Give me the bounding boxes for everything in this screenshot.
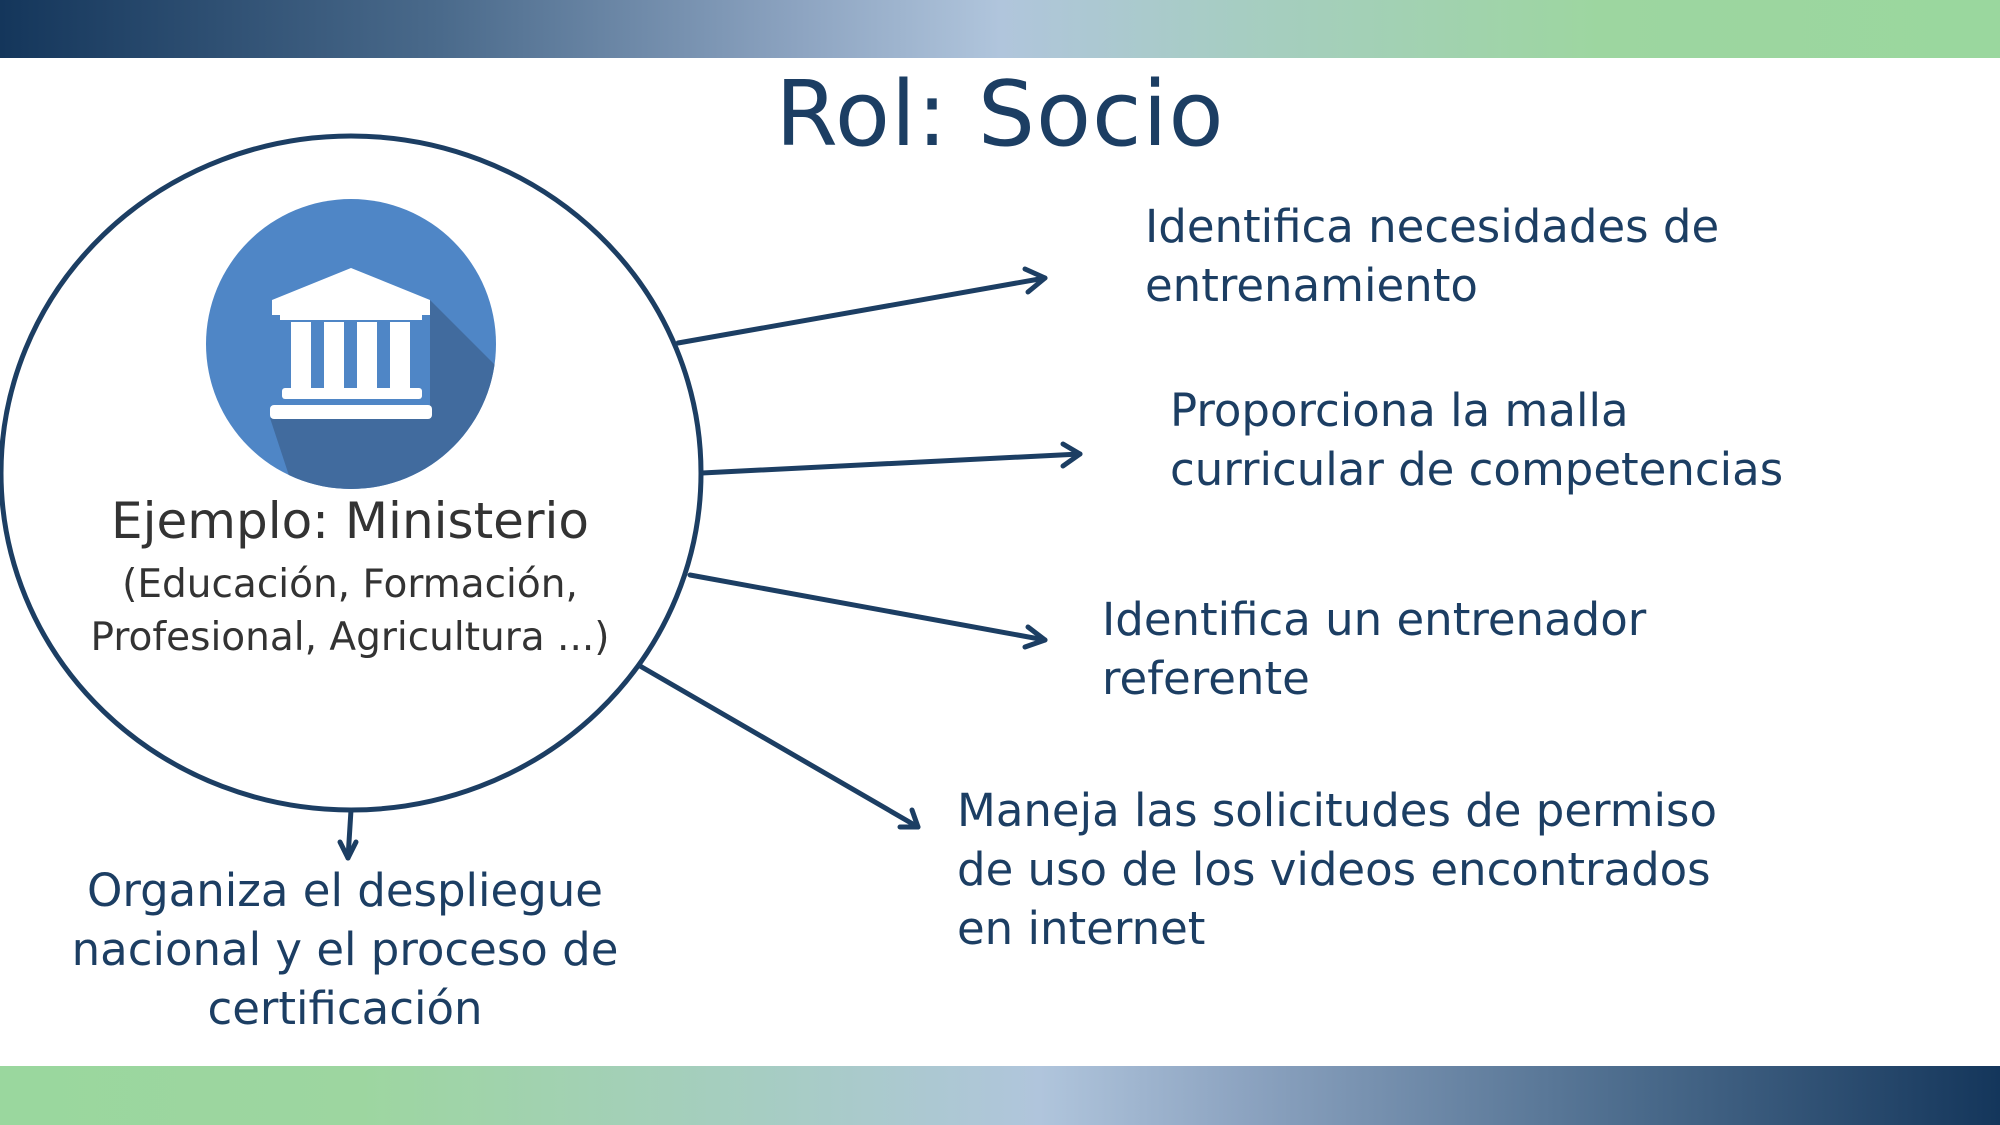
role-text-line: certificación bbox=[207, 982, 483, 1035]
arrow-to-role-4 bbox=[637, 663, 921, 830]
role-text-line: Maneja las solicitudes de permiso bbox=[957, 784, 1718, 837]
role-text-line: Organiza el despliegue bbox=[86, 864, 603, 917]
role-manage-video-permissions: Maneja las solicitudes de permiso de uso… bbox=[957, 781, 1717, 958]
role-text-line: Proporciona la malla bbox=[1170, 384, 1629, 437]
arrow-to-role-3 bbox=[687, 572, 1048, 650]
top-gradient-bar bbox=[0, 0, 2000, 58]
center-sublabel-line1: (Educación, Formación, bbox=[122, 562, 578, 607]
center-label: Ejemplo: Ministerio bbox=[111, 492, 589, 550]
center-sublabel-line2: Profesional, Agricultura ...) bbox=[90, 615, 610, 660]
role-text-line: en internet bbox=[957, 902, 1206, 955]
role-organize-deployment: Organiza el despliegue nacional y el pro… bbox=[30, 861, 660, 1038]
bottom-gradient-bar bbox=[0, 1066, 2000, 1125]
role-text-line: referente bbox=[1102, 652, 1310, 705]
role-text-line: Identifica necesidades de bbox=[1145, 200, 1720, 253]
role-identify-training-needs: Identifica necesidades de entrenamiento bbox=[1145, 197, 1719, 315]
role-provide-curriculum: Proporciona la malla curricular de compe… bbox=[1170, 381, 1783, 499]
arrow-to-role-5 bbox=[337, 807, 359, 861]
arrow-to-role-1 bbox=[675, 266, 1048, 346]
role-text-line: Identifica un entrenador bbox=[1102, 593, 1647, 646]
arrow-to-role-2 bbox=[699, 441, 1083, 476]
slide-title: Rol: Socio bbox=[775, 62, 1225, 167]
role-text-line: curricular de competencias bbox=[1170, 443, 1784, 496]
center-sublabel: (Educación, Formación, Profesional, Agri… bbox=[40, 558, 660, 664]
role-identify-reference-trainer: Identifica un entrenador referente bbox=[1102, 590, 1646, 708]
government-building-icon bbox=[206, 199, 496, 489]
role-text-line: de uso de los videos encontrados bbox=[957, 843, 1711, 896]
role-text-line: entrenamiento bbox=[1145, 259, 1478, 312]
role-text-line: nacional y el proceso de bbox=[71, 923, 619, 976]
